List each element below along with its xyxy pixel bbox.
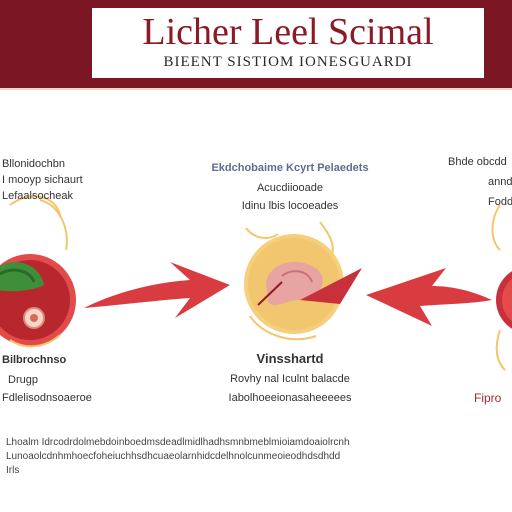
center-caption-line-1: Vinsshartd: [256, 351, 324, 366]
center-label-line-2: Acucdiiooade: [256, 182, 324, 194]
right-label-line-1: Bhde obcdd: [448, 156, 507, 168]
left-caption-line-1: Bilbrochnso: [2, 354, 67, 366]
left-label-line-2: I mooyp sichaurt: [2, 174, 83, 186]
arrow-right-icon: [84, 262, 230, 318]
left-label-line-3: Lefaalsocheak: [2, 190, 73, 202]
header-divider: [0, 88, 512, 90]
footer-text: Lhoalm Idrcodrdolmebdoinboedmsdeadlmidlh…: [6, 436, 506, 478]
center-label-line-1: Ekdchobaime Kcyrt Pelaedets: [211, 162, 369, 174]
header-card: Licher Leel Scimal BIEENT SISTIOM IONESG…: [92, 8, 484, 78]
left-label-line-1: Bllonidochbn: [2, 158, 65, 170]
left-caption-line-2: Drugp: [8, 374, 38, 386]
page-subtitle: BIEENT SISTIOM IONESGUARDI: [163, 54, 413, 70]
header-banner: Licher Leel Scimal BIEENT SISTIOM IONESG…: [0, 0, 512, 88]
right-label-line-3: Foddrs: [488, 196, 512, 208]
footer-line-1: Lhoalm Idrcodrdolmebdoinboedmsdeadlmidlh…: [6, 437, 350, 448]
right-caption-line-1: Fipro: [474, 391, 502, 405]
footer-line-3: Irls: [6, 465, 20, 476]
organ-right-icon: [491, 204, 512, 371]
right-label-line-2: anndi: [488, 176, 512, 188]
center-caption-line-2: Rovhy nal Iculnt balacde: [230, 373, 350, 385]
stomach-left-icon: [0, 195, 76, 348]
center-caption-line-3: Iabolhoeeionasaheeeees: [228, 392, 352, 404]
arrow-left-icon: [366, 268, 492, 326]
left-caption-line-3: Fdlelisodnsoaeroe: [2, 392, 92, 404]
organ-center-icon: [244, 221, 362, 341]
page-title: Licher Leel Scimal: [142, 11, 434, 53]
center-label-line-3: Idinu lbis locoeades: [241, 200, 339, 212]
footer-line-2: Lunoaolcdnhmhoecfoheiuchhsdhcuaeolarnhid…: [6, 451, 341, 462]
